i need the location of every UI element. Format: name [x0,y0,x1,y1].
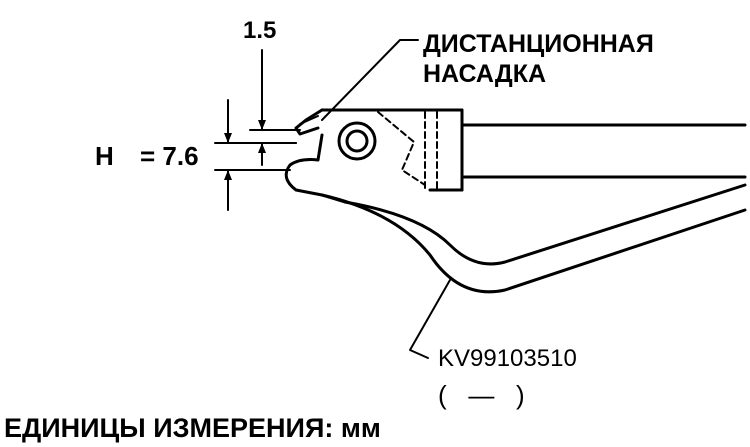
h-dimension-symbol: H [95,141,114,171]
h-dimension-value: = 7.6 [140,141,199,171]
attachment-label-line2: НАСАДКА [423,60,546,88]
tool-head [284,108,464,204]
units-caption: ЕДИНИЦЫ ИЗМЕРЕНИЯ: мм [4,413,381,443]
attachment-label-line1: ДИСТАНЦИОННАЯ [423,30,654,58]
upper-handle [460,123,747,179]
dimension-h [214,99,297,211]
leader-lines [321,39,451,359]
tool-code-sub-label: ( — ) [438,380,525,410]
lower-handle [320,183,747,294]
gap-dimension-value: 1.5 [243,17,276,44]
tool-code-label: KV99103510 [438,345,577,372]
dimension-gap [249,49,301,166]
